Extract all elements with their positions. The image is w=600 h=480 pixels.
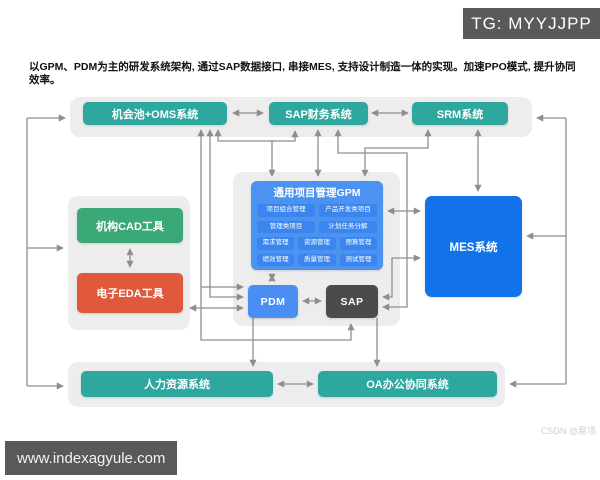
cad-tool-label: 机构CAD工具 — [96, 220, 164, 233]
hr-system-box[interactable]: 人力资源系统 — [81, 371, 273, 397]
srm-system-box[interactable]: SRM系统 — [412, 102, 508, 125]
pdm-box[interactable]: PDM — [248, 285, 298, 318]
eda-tool-label: 电子EDA工具 — [96, 288, 164, 300]
eda-tool-box[interactable]: 电子EDA工具 — [77, 273, 183, 313]
site-watermark-badge: www.indexagyule.com — [5, 441, 177, 475]
gpm-title: 通用项目管理GPM — [273, 187, 361, 199]
site-watermark-text: www.indexagyule.com — [17, 449, 166, 467]
tg-contact-text: TG: MYYJJPP — [471, 13, 592, 33]
srm-system-label: SRM系统 — [436, 108, 484, 121]
sap-finance-system-box[interactable]: SAP财务系统 — [269, 102, 368, 125]
architecture-description: 以GPM、PDM为主的研发系统架构, 通过SAP数据接口, 串接MES, 支持设… — [29, 61, 576, 87]
cad-tool-box[interactable]: 机构CAD工具 — [77, 208, 183, 243]
gpm-row-4: 绩效管理 质量管理 测试管理 — [257, 253, 377, 266]
tg-contact-badge: TG: MYYJJPP — [463, 8, 600, 39]
gpm-panel[interactable]: 通用项目管理GPM 项目组合管理 产品开发类项目 管理类项目 计划任务分解 需求… — [251, 181, 383, 270]
gpm-chip-mgmt-project[interactable]: 管理类项目 — [257, 220, 315, 233]
gpm-chip-budget[interactable]: 预算管理 — [339, 237, 377, 250]
gpm-chip-requirements[interactable]: 需求管理 — [257, 237, 295, 250]
oms-system-box[interactable]: 机会池+OMS系统 — [83, 102, 227, 125]
gpm-chip-testing[interactable]: 测试管理 — [339, 253, 377, 266]
pdm-label: PDM — [260, 295, 286, 308]
hr-system-label: 人力资源系统 — [144, 379, 210, 391]
oa-system-label: OA办公协同系统 — [366, 379, 449, 391]
sap-box[interactable]: SAP — [326, 285, 378, 318]
gpm-chip-portfolio[interactable]: 项目组合管理 — [257, 204, 315, 217]
gpm-chip-plan-breakdown[interactable]: 计划任务分解 — [319, 220, 377, 233]
mes-system-label: MES系统 — [449, 241, 498, 254]
gpm-row-1: 项目组合管理 产品开发类项目 — [257, 204, 377, 217]
arrow-left-bus — [26, 114, 66, 390]
gpm-row-3: 需求管理 资源管理 预算管理 — [257, 237, 377, 250]
oms-system-label: 机会池+OMS系统 — [111, 108, 199, 121]
gpm-chip-performance[interactable]: 绩效管理 — [257, 253, 295, 266]
csdn-watermark: CSDN @易项 — [540, 426, 596, 436]
gpm-chip-product-dev[interactable]: 产品开发类项目 — [319, 204, 377, 217]
gpm-row-2: 管理类项目 计划任务分解 — [257, 220, 377, 233]
mes-system-box[interactable]: MES系统 — [425, 196, 522, 297]
gpm-chip-resources[interactable]: 资源管理 — [298, 237, 336, 250]
sap-finance-system-label: SAP财务系统 — [285, 108, 352, 121]
gpm-chip-quality[interactable]: 质量管理 — [298, 253, 336, 266]
oa-system-box[interactable]: OA办公协同系统 — [318, 371, 497, 397]
sap-label: SAP — [340, 295, 364, 308]
